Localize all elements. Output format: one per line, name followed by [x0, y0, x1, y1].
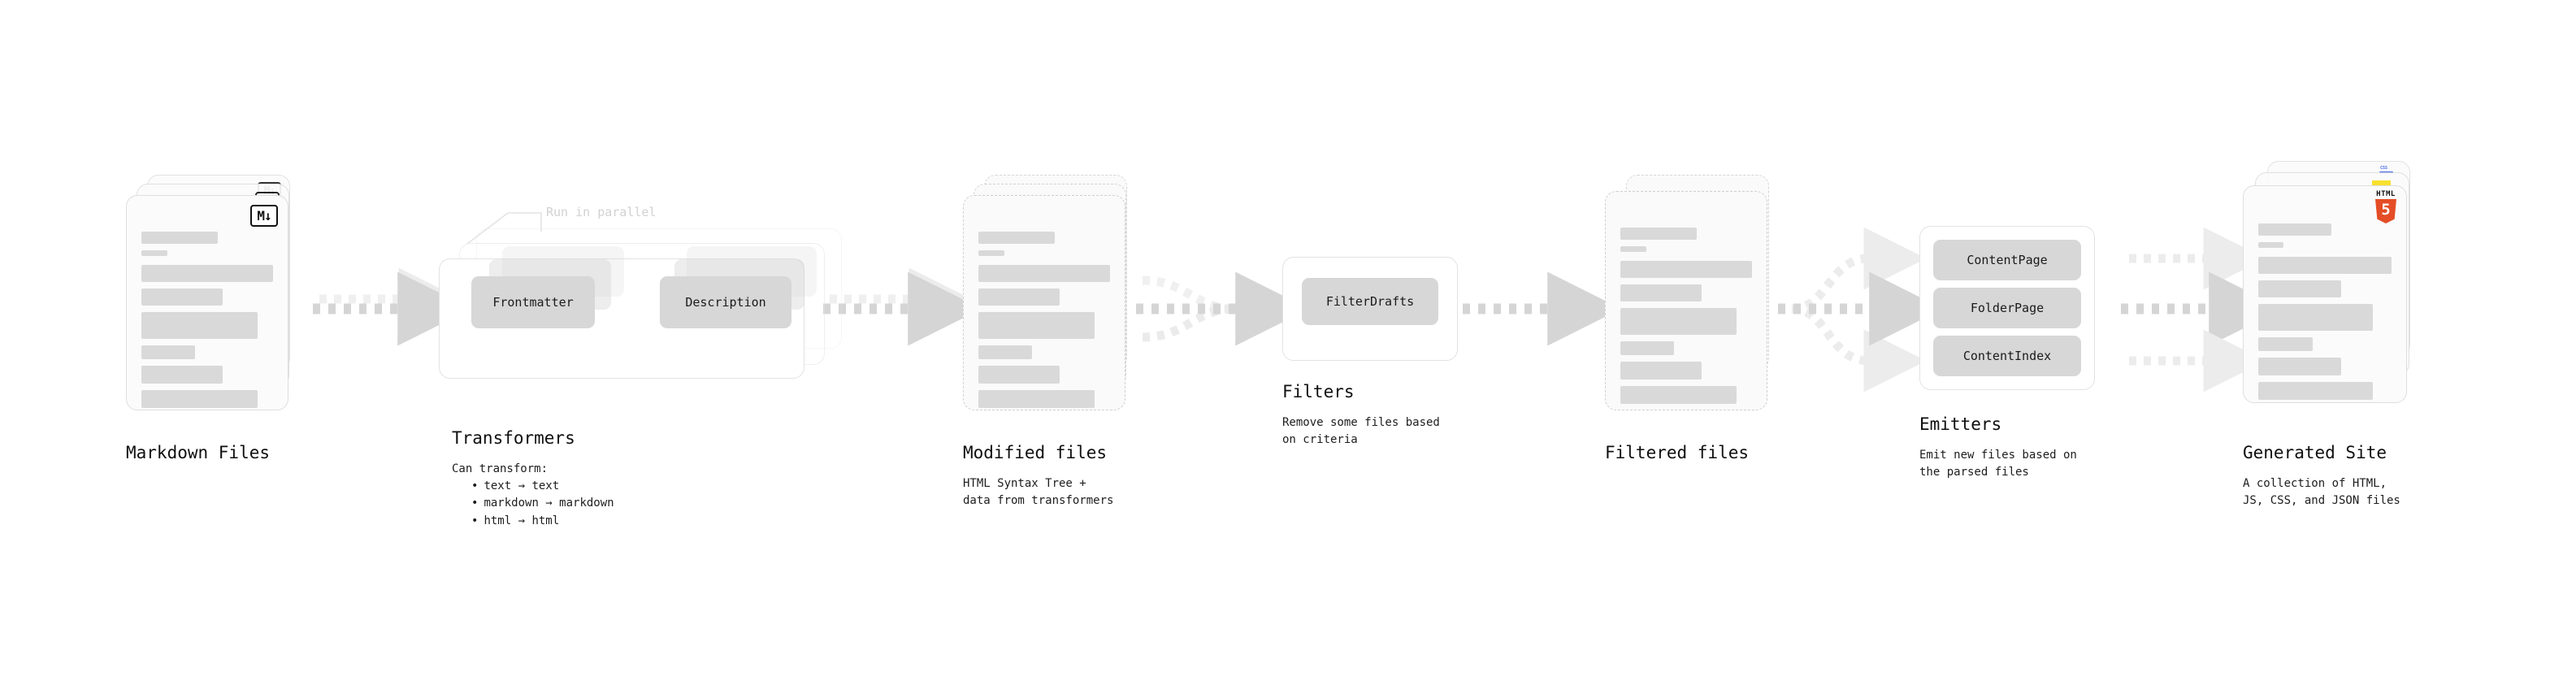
stage-generated-site: CSS HTML 5: [2243, 161, 2422, 413]
stage-filtered-files: [1605, 175, 1776, 410]
stage-modified-files: [963, 175, 1134, 410]
doc-line: [2258, 280, 2341, 297]
doc-card-front: HTML 5: [2243, 185, 2407, 403]
doc-line: [2258, 358, 2341, 375]
doc-content-lines: [141, 232, 273, 414]
markdown-file-stack: M↓ M↓ M↓: [126, 175, 297, 410]
filtered-file-stack: [1605, 175, 1776, 410]
list-item: markdown → markdown: [462, 495, 614, 512]
doc-line: [978, 366, 1060, 384]
doc-card-front: [1605, 191, 1767, 410]
emitters-subtitle: Emit new files based on the parsed files: [1919, 449, 2077, 479]
doc-line: [978, 312, 1095, 339]
caption-emitters: Emitters: [1919, 414, 2002, 434]
caption-transformers: Transformers: [452, 428, 575, 448]
list-item: text → text: [462, 478, 614, 495]
connector-filtered-to-emitters: [1778, 227, 1944, 393]
doc-line: [2258, 304, 2374, 331]
doc-line: [1620, 308, 1737, 335]
doc-line: [2258, 223, 2332, 236]
generated-site-stack: CSS HTML 5: [2243, 161, 2422, 413]
caption-filters: Filters: [1282, 382, 1355, 401]
doc-line: [1620, 341, 1675, 355]
chip-contentpage[interactable]: ContentPage: [1933, 240, 2081, 280]
doc-content-lines: [1620, 228, 1752, 410]
transformers-capability-list: text → text markdown → markdown html → h…: [462, 478, 614, 530]
doc-line: [2258, 382, 2374, 400]
stage-markdown-files: M↓ M↓ M↓: [126, 175, 297, 410]
transformers-subtitle: Can transform:: [452, 462, 549, 475]
doc-line: [141, 288, 223, 306]
doc-line: [141, 366, 223, 384]
doc-line: [1620, 386, 1737, 404]
doc-card-front: M↓: [126, 195, 288, 410]
html5-icon-word: HTML: [2376, 190, 2396, 198]
caption-markdown-files: Markdown Files: [126, 443, 271, 462]
markdown-icon: M↓: [250, 205, 278, 227]
doc-line: [2258, 257, 2392, 274]
doc-line: [978, 345, 1033, 359]
filters-subtitle: Remove some files based on criteria: [1282, 416, 1440, 447]
run-in-parallel-label: Run in parallel: [546, 205, 657, 219]
modified-files-subtitle: HTML Syntax Tree + data from transformer…: [963, 477, 1114, 508]
caption-generated-site: Generated Site: [2243, 443, 2387, 462]
caption-filtered-files: Filtered files: [1605, 443, 1750, 462]
connector-modified-to-filters: [1136, 271, 1310, 346]
doc-line: [141, 265, 273, 282]
doc-line: [141, 345, 196, 359]
chip-contentindex[interactable]: ContentIndex: [1933, 336, 2081, 376]
connector-emitters-to-site: [2121, 227, 2283, 393]
doc-line: [1620, 228, 1697, 240]
chip-description[interactable]: Description: [660, 276, 791, 328]
doc-line: [978, 250, 1005, 256]
list-item: html → html: [462, 513, 614, 530]
doc-line: [978, 265, 1110, 282]
css3-icon-label: CSS: [2380, 166, 2388, 171]
doc-line: [978, 288, 1060, 306]
chip-frontmatter[interactable]: Frontmatter: [471, 276, 595, 328]
chip-filterdrafts[interactable]: FilterDrafts: [1302, 278, 1438, 325]
doc-content-lines: [2258, 223, 2392, 406]
doc-line: [141, 312, 258, 339]
doc-line: [2258, 242, 2284, 248]
doc-content-lines: [978, 232, 1110, 414]
doc-line: [1620, 246, 1647, 252]
generated-site-subtitle: A collection of HTML, JS, CSS, and JSON …: [2243, 477, 2400, 508]
doc-line: [2258, 337, 2314, 351]
doc-line: [141, 232, 218, 244]
doc-line: [1620, 284, 1702, 301]
html5-icon-shield: 5: [2375, 199, 2396, 223]
doc-card-front: [963, 195, 1125, 410]
doc-line: [978, 232, 1055, 244]
doc-line: [1620, 362, 1702, 380]
doc-line: [978, 390, 1095, 408]
doc-line: [1620, 261, 1752, 278]
chip-folderpage[interactable]: FolderPage: [1933, 288, 2081, 328]
doc-line: [141, 390, 258, 408]
connector-markdown-to-transformers: [313, 267, 472, 346]
modified-file-stack: [963, 175, 1134, 410]
html5-icon: HTML 5: [2375, 191, 2396, 223]
doc-line: [141, 250, 168, 256]
caption-modified-files: Modified files: [963, 443, 1108, 462]
